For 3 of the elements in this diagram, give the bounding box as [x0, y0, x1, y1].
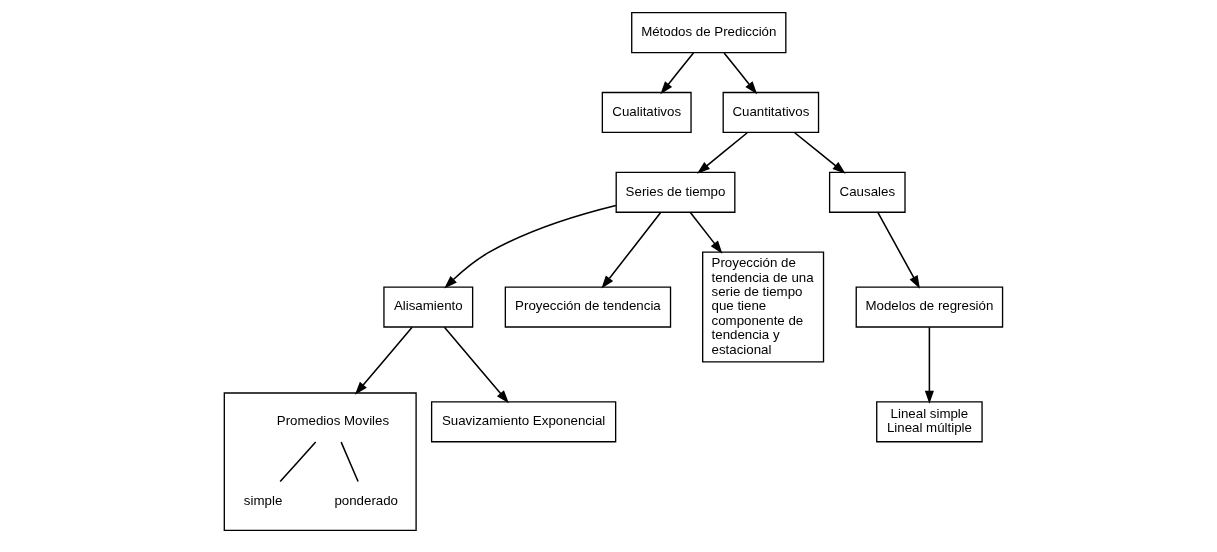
node-text: simple [243, 493, 282, 509]
node-text: ponderado [333, 493, 398, 509]
node-text: Promedios Moviles [276, 413, 389, 429]
